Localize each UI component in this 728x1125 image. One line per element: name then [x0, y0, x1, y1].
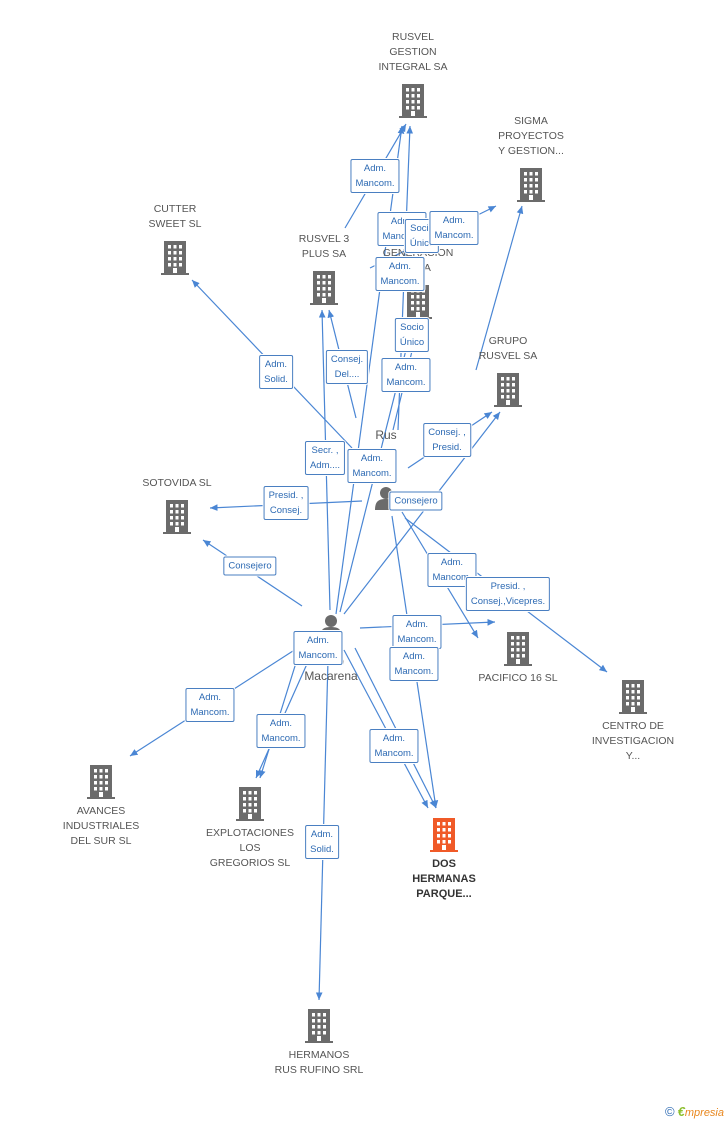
- role-badge[interactable]: Adm. Mancom.: [429, 211, 479, 245]
- role-badge[interactable]: Adm. Solid.: [259, 355, 293, 389]
- role-badge[interactable]: Adm. Mancom.: [389, 647, 439, 681]
- role-badge[interactable]: Adm. Mancom.: [347, 449, 397, 483]
- company-label[interactable]: CUTTER SWEET SL: [148, 203, 202, 230]
- role-badge[interactable]: Consejero: [223, 556, 277, 576]
- company-label[interactable]: EXPLOTACIONES LOS GREGORIOS SL: [206, 827, 294, 869]
- company-label[interactable]: SIGMA PROYECTOS Y GESTION...: [498, 115, 564, 157]
- role-badge[interactable]: Adm. Mancom.: [381, 358, 431, 392]
- role-badge[interactable]: Presid. , Consej.,Vicepres.: [465, 577, 551, 611]
- role-badge[interactable]: Adm. Mancom.: [375, 257, 425, 291]
- building-icon[interactable]: [430, 818, 458, 852]
- company-label[interactable]: RUSVEL GESTION INTEGRAL SA: [378, 31, 448, 73]
- company-label[interactable]: SOTOVIDA SL: [142, 477, 212, 489]
- role-badge[interactable]: Adm. Mancom.: [293, 631, 343, 665]
- company-label[interactable]: RUSVEL 3 PLUS SA: [298, 233, 350, 260]
- edge-macarena-to-explotaciones: [255, 645, 316, 779]
- role-badge[interactable]: Adm. Mancom.: [185, 688, 235, 722]
- building-icon[interactable]: [310, 271, 338, 305]
- copyright-symbol: ©: [665, 1104, 675, 1119]
- company-label[interactable]: PACIFICO 16 SL: [478, 672, 558, 684]
- role-badge[interactable]: Adm. Mancom.: [427, 553, 477, 587]
- role-badge[interactable]: Secr. , Adm....: [304, 441, 346, 475]
- building-icon[interactable]: [517, 168, 545, 202]
- building-icon[interactable]: [305, 1009, 333, 1043]
- company-label[interactable]: DOS HERMANAS PARQUE...: [412, 858, 476, 900]
- brand-e-icon: €: [677, 1104, 685, 1119]
- edge-macarena-to-dos-hermanas: [354, 647, 437, 809]
- company-label[interactable]: AVANCES INDUSTRIALES DEL SUR SL: [62, 805, 140, 847]
- building-icon[interactable]: [504, 632, 532, 666]
- role-badge[interactable]: Adm. Mancom.: [369, 729, 419, 763]
- building-icon[interactable]: [87, 765, 115, 799]
- company-label[interactable]: HERMANOS RUS RUFINO SRL: [274, 1049, 364, 1076]
- building-icon[interactable]: [494, 373, 522, 407]
- edge-rus-to-sigma: [475, 205, 524, 371]
- role-badge[interactable]: Presid. , Consej.: [263, 486, 309, 520]
- edge-macarena-to-rusvel-gestion: [335, 125, 405, 615]
- role-badge[interactable]: Consej. , Presid.: [423, 423, 471, 457]
- building-icon[interactable]: [236, 787, 264, 821]
- role-badge[interactable]: Consej. Del....: [325, 350, 369, 384]
- brand-name: mpresia: [684, 1107, 724, 1119]
- building-icon[interactable]: [163, 500, 191, 534]
- role-badge[interactable]: Adm. Mancom.: [350, 159, 400, 193]
- role-badge[interactable]: Adm. Mancom.: [256, 714, 306, 748]
- role-badge[interactable]: Socio Único: [394, 318, 430, 352]
- company-label[interactable]: GRUPO RUSVEL SA: [478, 335, 538, 362]
- role-badge[interactable]: Adm. Solid.: [305, 825, 339, 859]
- role-badge[interactable]: Adm. Mancom.: [392, 615, 442, 649]
- building-icon[interactable]: [619, 680, 647, 714]
- building-icon[interactable]: [399, 84, 427, 118]
- building-icon[interactable]: [161, 241, 189, 275]
- role-badge[interactable]: Consejero: [389, 491, 443, 511]
- edge-macarena-to-grupo-rusvel: [343, 411, 501, 615]
- company-label[interactable]: CENTRO DE INVESTIGACION Y...: [591, 720, 675, 762]
- empresia-logo[interactable]: ©€mpresia: [665, 1104, 724, 1119]
